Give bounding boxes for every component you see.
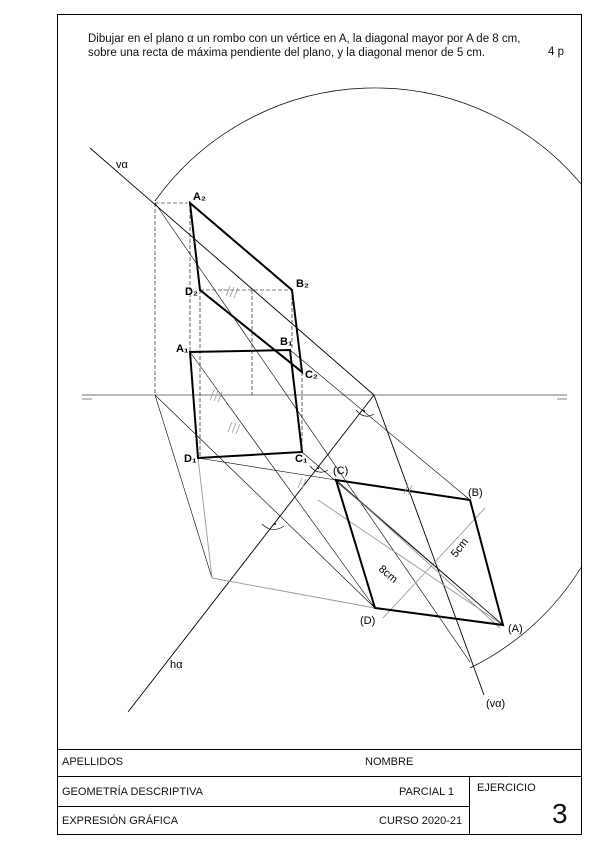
vertex-C-rabatted-label: (C) (333, 465, 348, 477)
points-value: 4 p (548, 46, 564, 58)
statement-line-2: sobre una recta de máxima pendiente del … (88, 47, 485, 59)
vertex-A2-label: A₂ (193, 191, 206, 203)
vertex-D2-label: D₂ (185, 286, 198, 298)
vertex-B2-label: B₂ (296, 278, 309, 290)
construction-line (154, 394, 213, 579)
rhombus-horizontal-projection (188, 348, 304, 460)
right-angle-dot (363, 410, 365, 412)
vertex-B1-label: B₁ (280, 336, 293, 348)
vertex-D-rabatted-label: (D) (360, 615, 375, 627)
exercise-number: 3 (552, 798, 568, 829)
construction-line (189, 351, 376, 609)
sheet-border (57, 14, 582, 835)
grey-extension-line (335, 479, 501, 629)
rabatted-diagonal (335, 479, 504, 626)
statement-line-1: Dibujar en el plano α un rombo con un vé… (88, 33, 521, 45)
vertical-trace-line (89, 147, 375, 396)
title-block-rule (57, 776, 582, 777)
apellidos-label: APELLIDOS (62, 756, 124, 768)
equal-length-ticks (209, 285, 413, 496)
grey-construction-line (197, 457, 213, 579)
major-diagonal-length: 8cm (376, 563, 400, 586)
right-angle-mark (309, 465, 329, 473)
subject-label: GEOMETRÍA DESCRIPTIVA (62, 786, 203, 798)
vertex-B-rabatted-label: (B) (468, 487, 483, 499)
right-angle-dot (317, 467, 319, 469)
construction-line (154, 394, 376, 609)
department-label: EXPRESIÓN GRÁFICA (62, 815, 179, 827)
title-block-top-rule (57, 749, 582, 750)
vertex-C2-label: C₂ (305, 369, 318, 381)
rabatted-vertical-trace-label: (vα) (486, 698, 505, 710)
course-label: CURSO 2020-21 (379, 815, 463, 827)
nombre-label: NOMBRE (365, 756, 414, 768)
vertex-C1-label: C₁ (295, 453, 308, 465)
minor-diagonal-length: 5cm (449, 536, 471, 560)
ejercicio-label: EJERCICIO (477, 782, 536, 794)
rabatment-arc-lower (469, 565, 583, 669)
right-angle-dot (274, 523, 276, 525)
rhombus-vertical-projection (188, 200, 304, 375)
problem-statement: Dibujar en el plano α un rombo con un vé… (88, 32, 558, 60)
vertex-A-rabatted-label: (A) (508, 623, 523, 635)
grey-construction-line (211, 577, 376, 609)
horizontal-trace-label: hα (170, 659, 183, 671)
title-block-divider (469, 776, 470, 835)
right-angle-mark (261, 523, 285, 530)
rabatted-vertical-trace-line (373, 394, 485, 696)
horizontal-trace-line (127, 394, 375, 713)
vertex-A1-label: A₁ (176, 343, 189, 355)
title-block: APELLIDOS NOMBRE GEOMETRÍA DESCRIPTIVA P… (57, 749, 582, 835)
title-block-rule (57, 806, 469, 807)
construction-line (289, 349, 471, 501)
construction-line (154, 202, 471, 663)
vertex-D1-label: D₁ (184, 453, 197, 465)
grey-minor-diagonal (382, 507, 486, 619)
rabatment-arc (154, 87, 583, 202)
exam-label: PARCIAL 1 (399, 786, 455, 798)
vertical-trace-label: vα (116, 159, 129, 171)
construction-line (197, 457, 337, 481)
right-angle-mark (355, 409, 375, 417)
